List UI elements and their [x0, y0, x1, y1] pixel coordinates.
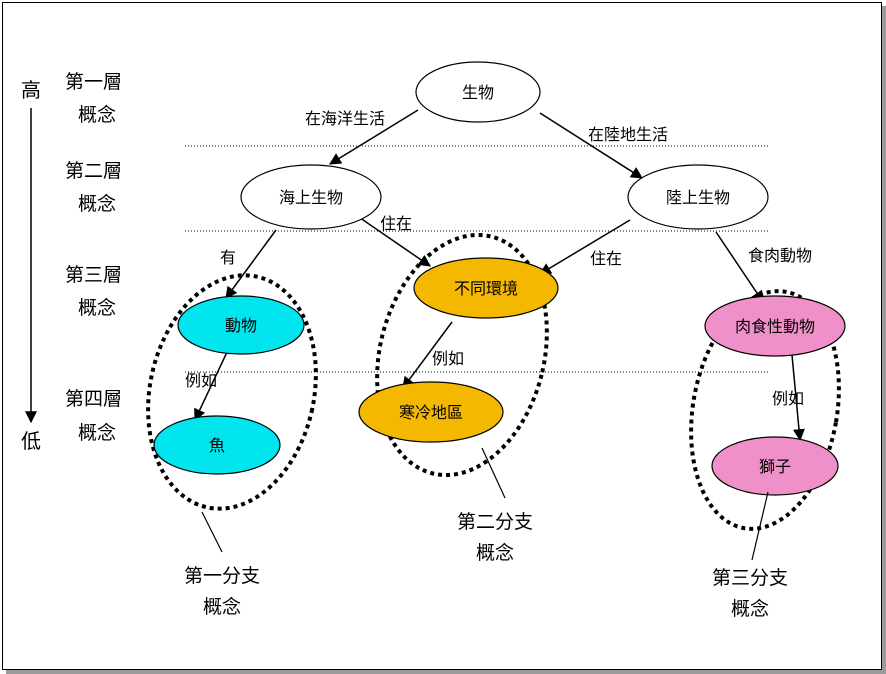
- edge-carnivore-lion: [791, 354, 805, 442]
- svg-text:概念: 概念: [476, 541, 514, 564]
- svg-text:陸上生物: 陸上生物: [666, 188, 730, 207]
- node-cold-region: 寒冷地區: [358, 381, 504, 443]
- branch-label-2: 第二分支 概念: [457, 511, 533, 564]
- svg-text:概念: 概念: [78, 103, 116, 126]
- edge-label-has: 有: [220, 248, 236, 267]
- branch-label-1: 第一分支 概念: [184, 565, 260, 618]
- svg-text:概念: 概念: [78, 192, 116, 215]
- svg-text:第一分支: 第一分支: [184, 565, 260, 587]
- node-fish: 魚: [153, 415, 281, 475]
- svg-text:寒冷地區: 寒冷地區: [399, 403, 463, 422]
- edge-animal-fish: [194, 349, 229, 422]
- edge-label-example-3: 例如: [772, 389, 804, 408]
- svg-text:概念: 概念: [731, 597, 769, 620]
- level-label-3: 第三層 概念: [65, 264, 122, 319]
- edge-label-live-on-land: 在陸地生活: [588, 125, 668, 144]
- svg-text:第四層: 第四層: [65, 388, 122, 410]
- level-label-2: 第二層 概念: [65, 160, 122, 215]
- level-label-1: 第一層 概念: [65, 71, 122, 126]
- edge-marine-animal: [225, 229, 277, 299]
- svg-text:第二分支: 第二分支: [457, 511, 533, 533]
- axis-low-label: 低: [21, 429, 41, 453]
- svg-text:第三分支: 第三分支: [712, 567, 788, 589]
- svg-text:概念: 概念: [203, 595, 241, 618]
- node-environment: 不同環境: [413, 257, 559, 319]
- svg-text:第二層: 第二層: [65, 160, 122, 182]
- svg-text:第一層: 第一層: [65, 71, 122, 93]
- axis-high-label: 高: [21, 78, 41, 102]
- branch-2-outline: [375, 232, 549, 478]
- edge-environment-cold: [402, 321, 453, 389]
- node-carnivore: 肉食性動物: [704, 295, 846, 357]
- svg-text:概念: 概念: [78, 421, 116, 444]
- node-animal: 動物: [177, 295, 305, 355]
- edge-label-example-2: 例如: [432, 349, 464, 368]
- svg-text:概念: 概念: [78, 296, 116, 319]
- branch-1-pointer: [201, 511, 223, 553]
- svg-text:海上生物: 海上生物: [279, 188, 343, 207]
- edge-label-carnivore: 食肉動物: [748, 246, 812, 265]
- svg-text:生物: 生物: [462, 83, 494, 102]
- node-organism: 生物: [415, 61, 541, 123]
- branch-2-pointer: [481, 447, 506, 499]
- svg-text:動物: 動物: [225, 316, 257, 335]
- edge-land-environment: [538, 219, 631, 275]
- edge-label-lives-in-2: 住在: [590, 249, 622, 268]
- branch-1-outline: [146, 273, 318, 511]
- branch-3-outline: [689, 289, 841, 531]
- node-lion: 獅子: [711, 436, 839, 496]
- svg-text:第三層: 第三層: [65, 264, 122, 286]
- node-marine-organism: 海上生物: [240, 164, 382, 230]
- branch-label-3: 第三分支 概念: [712, 567, 788, 620]
- svg-text:不同環境: 不同環境: [454, 279, 518, 298]
- edge-organism-marine: [328, 109, 419, 165]
- level-label-4: 第四層 概念: [65, 388, 122, 444]
- edge-marine-environment: [349, 210, 431, 267]
- edge-label-lives-in-1: 住在: [380, 214, 412, 233]
- node-land-organism: 陸上生物: [627, 164, 769, 230]
- svg-text:肉食性動物: 肉食性動物: [735, 317, 815, 336]
- edge-label-example-1: 例如: [185, 371, 217, 390]
- edge-land-carnivore: [715, 231, 764, 303]
- branch-3-pointer: [751, 491, 769, 561]
- edge-label-live-in-ocean: 在海洋生活: [305, 109, 385, 128]
- edge-organism-land: [539, 112, 644, 179]
- svg-text:魚: 魚: [209, 436, 225, 455]
- svg-text:獅子: 獅子: [759, 457, 791, 476]
